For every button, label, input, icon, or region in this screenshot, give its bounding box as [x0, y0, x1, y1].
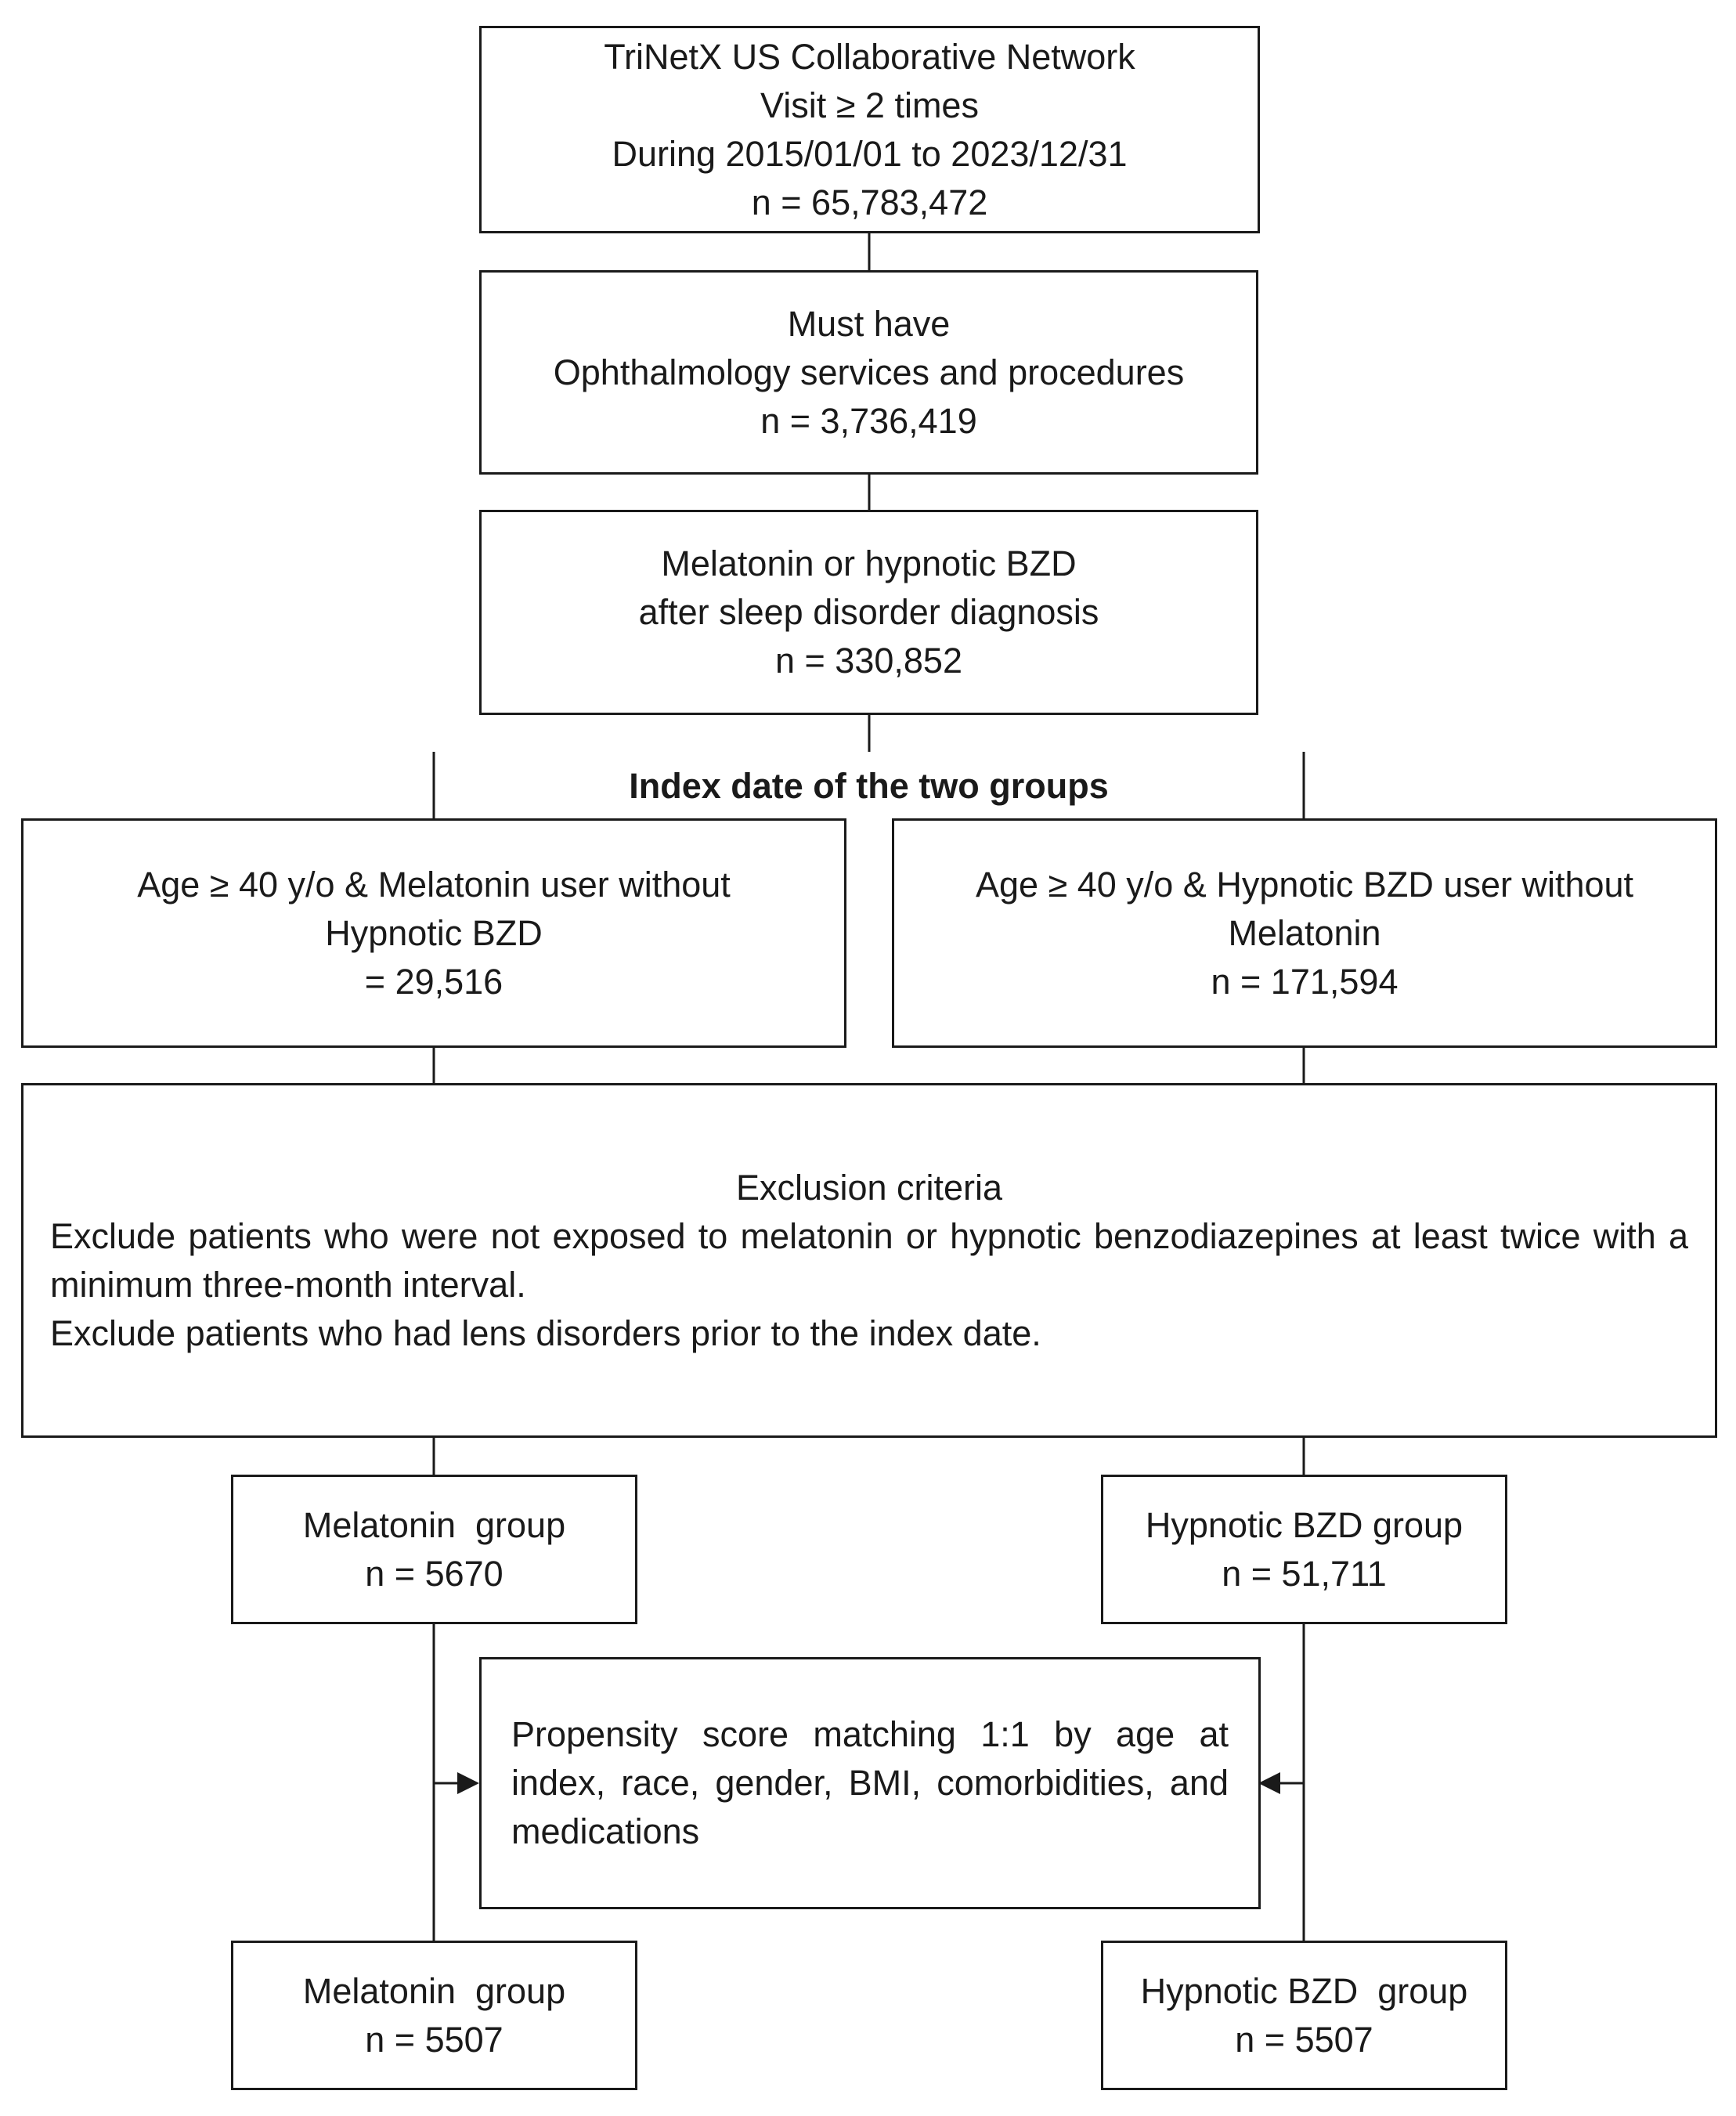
arrowhead-left-icon — [457, 1772, 479, 1794]
matched-melatonin-group-count: n = 5507 — [365, 2019, 503, 2060]
bzd-group-box: Hypnotic BZD group n = 51,711 — [1101, 1475, 1507, 1624]
source-network-label: TriNetX US Collaborative Network — [604, 36, 1135, 77]
source-population-box: TriNetX US Collaborative Network Visit ≥… — [479, 26, 1260, 233]
matched-melatonin-group-label: Melatonin group — [302, 1970, 566, 2011]
ophthalmology-requirement-label: Must have — [787, 303, 951, 344]
source-count-label: n = 65,783,472 — [751, 182, 988, 222]
matched-bzd-group-box: Hypnotic BZD group n = 5507 — [1101, 1941, 1507, 2090]
melatonin-cohort-count-label: = 29,516 — [364, 961, 503, 1002]
exclusion-criteria-title: Exclusion criteria — [735, 1167, 1003, 1208]
melatonin-group-count: n = 5670 — [365, 1553, 503, 1594]
bzd-group-label: Hypnotic BZD group — [1145, 1504, 1464, 1545]
bzd-cohort-criteria-label: Age ≥ 40 y/o & Hypnotic BZD user without — [975, 864, 1634, 905]
bzd-cohort-exclusion-label: Melatonin — [1228, 912, 1381, 953]
ophthalmology-services-label: Ophthalmology services and procedures — [553, 352, 1185, 392]
bzd-cohort-count-label: n = 171,594 — [1211, 961, 1399, 1002]
sleep-disorder-label: after sleep disorder diagnosis — [638, 592, 1099, 632]
melatonin-bzd-label: Melatonin or hypnotic BZD — [661, 543, 1077, 583]
index-date-label-area: Index date of the two groups — [436, 753, 1301, 818]
index-date-heading: Index date of the two groups — [629, 765, 1109, 806]
source-date-range-label: During 2015/01/01 to 2023/12/31 — [612, 133, 1128, 174]
exclusion-criterion-exposure: Exclude patients who were not exposed to… — [50, 1215, 1688, 1305]
melatonin-bzd-count-label: n = 330,852 — [775, 641, 962, 681]
melatonin-cohort-exclusion-label: Hypnotic BZD — [325, 912, 543, 953]
matched-bzd-group-count: n = 5507 — [1235, 2019, 1373, 2060]
melatonin-group-label: Melatonin group — [302, 1504, 566, 1545]
melatonin-group-box: Melatonin group n = 5670 — [231, 1475, 637, 1624]
melatonin-or-bzd-box: Melatonin or hypnotic BZD after sleep di… — [479, 510, 1258, 715]
melatonin-cohort-box: Age ≥ 40 y/o & Melatonin user without Hy… — [21, 818, 846, 1048]
bzd-cohort-box: Age ≥ 40 y/o & Hypnotic BZD user without… — [892, 818, 1717, 1048]
matched-melatonin-group-box: Melatonin group n = 5507 — [231, 1941, 637, 2090]
melatonin-cohort-criteria-label: Age ≥ 40 y/o & Melatonin user without — [137, 864, 731, 905]
ophthalmology-box: Must have Ophthalmology services and pro… — [479, 270, 1258, 475]
ophthalmology-count-label: n = 3,736,419 — [760, 400, 977, 441]
propensity-matching-text: Propensity score matching 1:1 by age at … — [511, 1714, 1229, 1851]
arrowhead-right-icon — [1258, 1772, 1280, 1794]
propensity-matching-box: Propensity score matching 1:1 by age at … — [479, 1657, 1261, 1909]
matched-bzd-group-label: Hypnotic BZD group — [1140, 1970, 1468, 2011]
exclusion-criteria-box: Exclusion criteria Exclude patients who … — [21, 1083, 1717, 1438]
exclusion-criterion-lens-disorders: Exclude patients who had lens disorders … — [50, 1313, 1041, 1353]
source-visit-label: Visit ≥ 2 times — [760, 85, 979, 125]
bzd-group-count: n = 51,711 — [1222, 1553, 1387, 1594]
